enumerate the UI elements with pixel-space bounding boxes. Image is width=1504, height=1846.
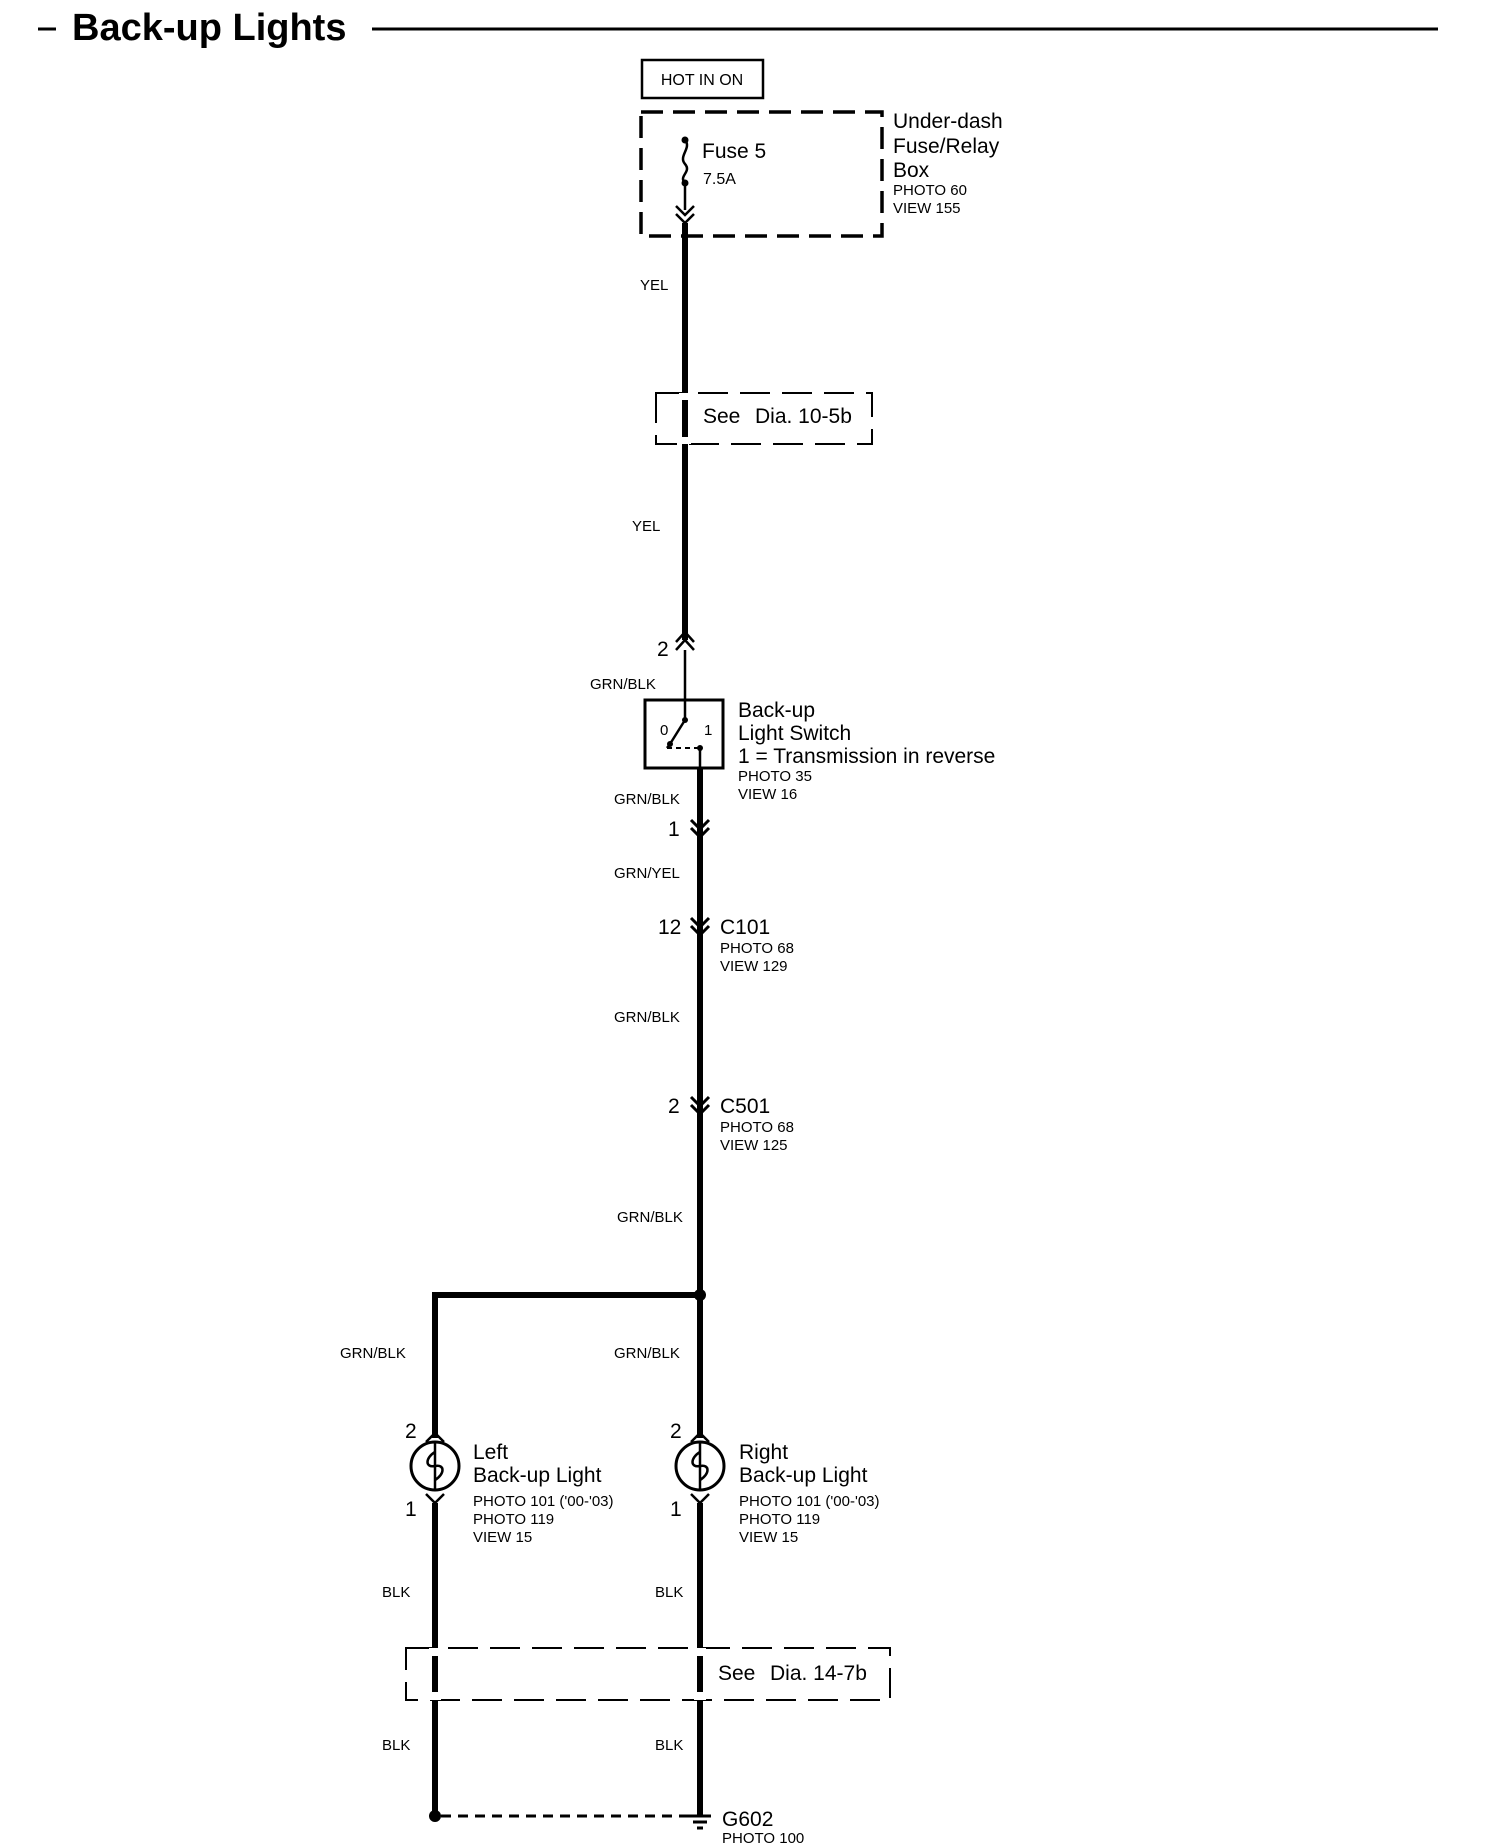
fuse-box-name-line3: Box (893, 159, 930, 182)
backup-light-switch-symbol (666, 700, 703, 768)
right-backup-light-bulb (674, 1431, 726, 1505)
right-light-photo-2: PHOTO 119 (739, 1511, 820, 1528)
ground-symbol (689, 1808, 711, 1830)
right-light-pin-1: 1 (670, 1498, 682, 1521)
c101-pin-number: 12 (658, 916, 681, 939)
fuse-box-name-line1: Under-dash (893, 110, 1003, 133)
switch-connector-pin-1 (689, 818, 711, 840)
wire-color-grnblk-4: GRN/BLK (617, 1209, 683, 1226)
left-light-photo-1: PHOTO 101 ('00-'03) (473, 1493, 614, 1510)
wire-color-grnblk-left: GRN/BLK (340, 1345, 406, 1362)
fuse-5-symbol (675, 136, 695, 225)
see-dia-14-7b-see: See (718, 1662, 755, 1685)
wire-color-grnblk-2: GRN/BLK (614, 791, 680, 808)
left-light-name-line2: Back-up Light (473, 1464, 602, 1487)
c501-view: VIEW 125 (720, 1137, 788, 1154)
wire-color-blk-right-2: BLK (655, 1737, 683, 1754)
ground-name: G602 (722, 1808, 773, 1831)
fuse-box-name-line2: Fuse/Relay (893, 135, 1000, 158)
power-source-label: HOT IN ON (661, 72, 743, 89)
left-branch-wire (432, 1292, 700, 1438)
left-light-photo-2: PHOTO 119 (473, 1511, 554, 1528)
left-backup-light-bulb (409, 1431, 461, 1505)
switch-position-0: 0 (660, 722, 668, 739)
right-light-view: VIEW 15 (739, 1529, 798, 1546)
see-dia-10-5b-ref: Dia. 10-5b (755, 405, 852, 428)
switch-name-line2: Light Switch (738, 722, 851, 745)
fuse-rating: 7.5A (703, 171, 736, 188)
switch-name-line1: Back-up (738, 699, 815, 722)
switch-connector-pin-2 (675, 630, 695, 651)
wire-color-yel-1: YEL (640, 277, 668, 294)
wire-color-yel-2: YEL (632, 518, 660, 535)
wire-color-grnblk-3: GRN/BLK (614, 1009, 680, 1026)
left-light-pin-2: 2 (405, 1420, 417, 1443)
switch-pin-1-number: 1 (668, 818, 680, 841)
right-light-name-line1: Right (739, 1441, 788, 1464)
wire-color-grnblk-right: GRN/BLK (614, 1345, 680, 1362)
wire-color-blk-left-2: BLK (382, 1737, 410, 1754)
see-dia-10-5b-see: See (703, 405, 740, 428)
wire-color-grnblk-1: GRN/BLK (590, 676, 656, 693)
wire-color-grnyel: GRN/YEL (614, 865, 680, 882)
c101-name: C101 (720, 916, 770, 939)
page-title: Back-up Lights (72, 7, 346, 49)
c501-connector (689, 1095, 711, 1117)
switch-view: VIEW 16 (738, 786, 797, 803)
switch-photo: PHOTO 35 (738, 768, 812, 785)
see-dia-14-7b-ref: Dia. 14-7b (770, 1662, 867, 1685)
right-light-pin-2: 2 (670, 1420, 682, 1443)
switch-pin-2-number: 2 (657, 638, 669, 661)
right-light-name-line2: Back-up Light (739, 1464, 868, 1487)
see-dia-14-7b-box (405, 1647, 891, 1701)
left-light-pin-1: 1 (405, 1498, 417, 1521)
wire-color-blk-right-1: BLK (655, 1584, 683, 1601)
fuse-relay-box-outline (639, 110, 884, 238)
switch-position-1: 1 (704, 722, 712, 739)
switch-note: 1 = Transmission in reverse (738, 745, 995, 768)
c501-pin-number: 2 (668, 1095, 680, 1118)
left-ground-splice (429, 1810, 441, 1822)
c501-photo: PHOTO 68 (720, 1119, 794, 1136)
fuse-box-view: VIEW 155 (893, 200, 961, 217)
c101-view: VIEW 129 (720, 958, 788, 975)
left-light-view: VIEW 15 (473, 1529, 532, 1546)
see-dia-10-5b-box (655, 392, 873, 445)
fuse-box-photo: PHOTO 60 (893, 182, 967, 199)
fuse-name: Fuse 5 (702, 140, 766, 163)
c101-connector (689, 916, 711, 938)
c101-photo: PHOTO 68 (720, 940, 794, 957)
c501-name: C501 (720, 1095, 770, 1118)
wire-color-blk-left-1: BLK (382, 1584, 410, 1601)
right-light-photo-1: PHOTO 101 ('00-'03) (739, 1493, 880, 1510)
ground-photo: PHOTO 100 (722, 1830, 804, 1846)
power-source-box (640, 58, 765, 100)
left-light-name-line1: Left (473, 1441, 508, 1464)
